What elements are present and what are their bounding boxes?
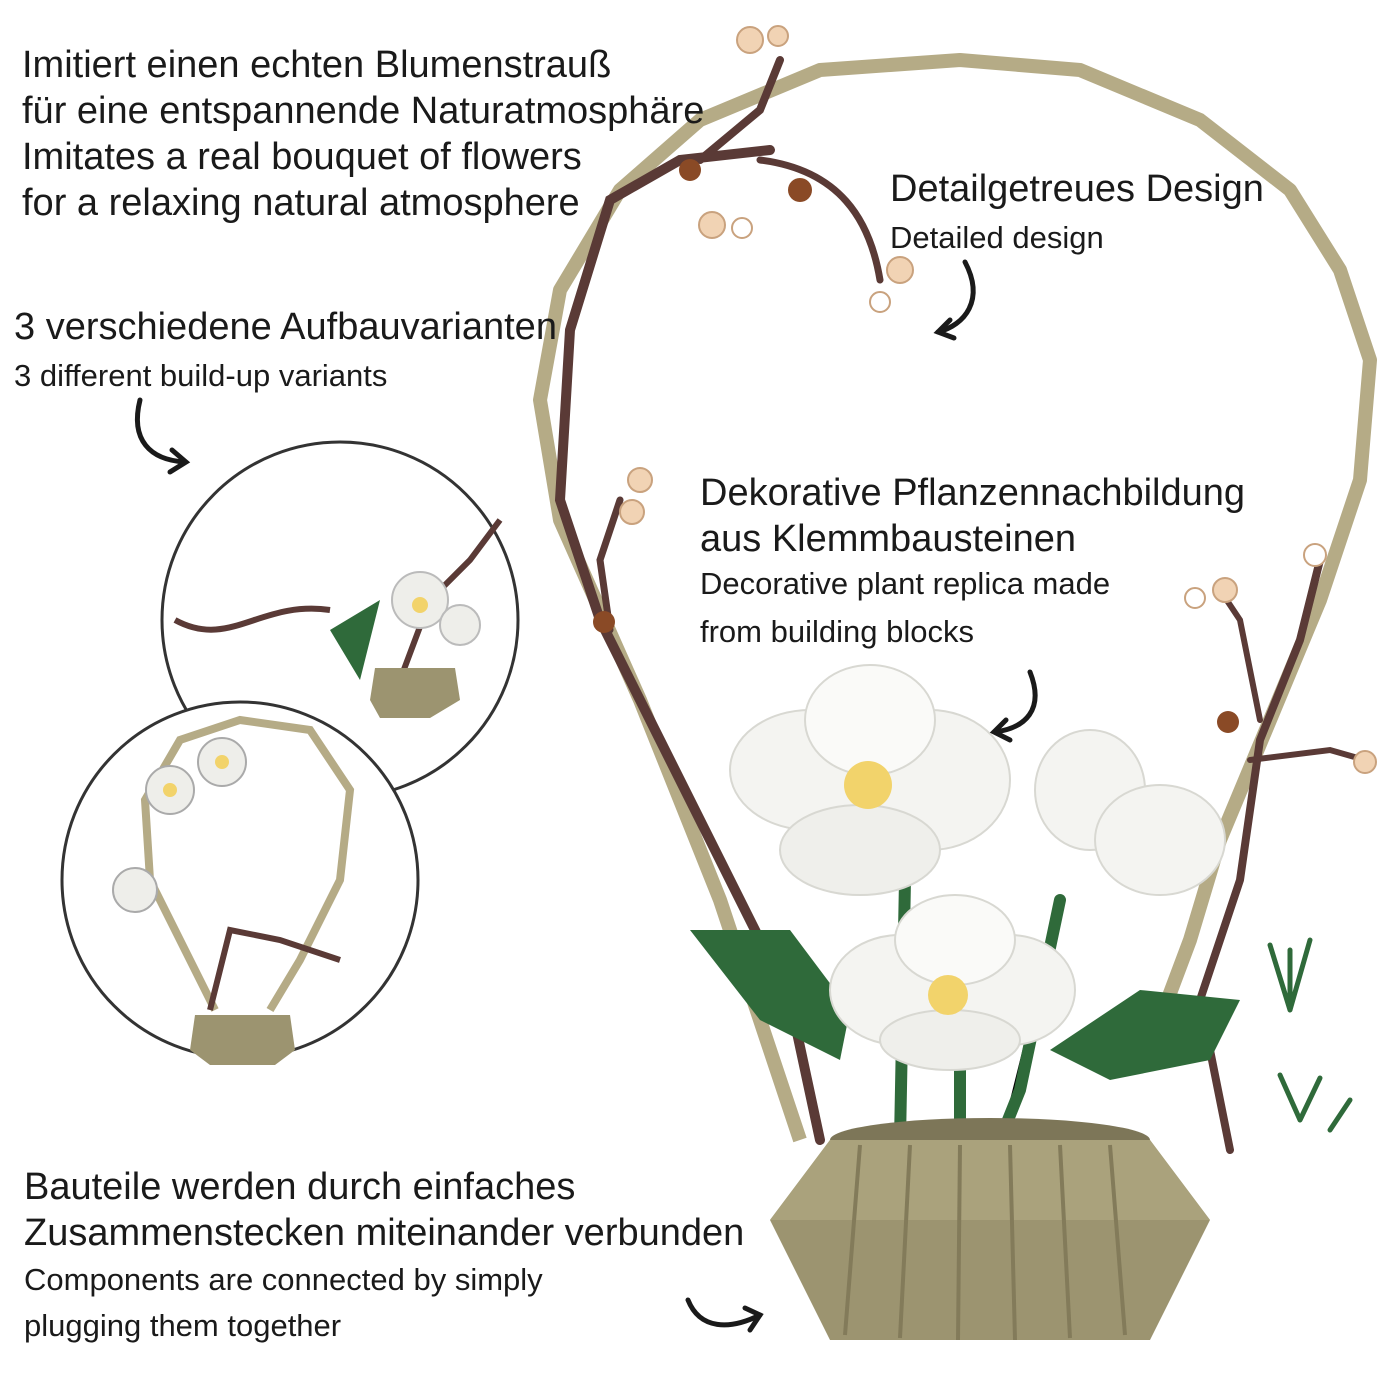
caption-bouquet-de-2: für eine entspannende Naturatmosphäre [22,90,705,132]
arrow-icon [933,317,957,341]
arrow-icon [742,1305,764,1333]
berry [593,611,615,633]
branch-mid [596,496,624,634]
magnolia-flower-bottom [829,894,1076,1071]
berry [788,178,812,202]
branch-right-2 [1247,746,1368,763]
berry [679,159,701,181]
small-blossoms [619,25,1377,774]
branch-right-3 [1217,587,1263,723]
grass-sprigs [1267,937,1353,1133]
flower-pot [770,1118,1210,1341]
arrow-icons [134,259,1038,1333]
branch-arc [756,156,884,284]
magnolia-flower-left [729,664,1011,896]
arrow-icon [134,397,188,465]
arrow-icon [989,717,1013,743]
arrow-icon [935,259,976,335]
caption-plant-en-2: from building blocks [700,614,974,649]
caption-variants-de: 3 verschiedene Aufbauvarianten [14,306,557,348]
caption-plant-de-2: aus Klemmbausteinen [700,518,1076,560]
caption-components-en-2: plugging them together [24,1308,342,1343]
caption-bouquet-en-2: for a relaxing natural atmosphere [22,182,580,224]
caption-bouquet-de-1: Imitiert einen echten Blumenstrauß [22,44,612,86]
caption-variants-en: 3 different build-up variants [14,358,388,393]
caption-components-de-2: Zusammenstecken miteinander verbunden [24,1212,745,1254]
leaves [690,930,1240,1080]
variant-thumbnail-2 [60,700,420,1065]
caption-components-en-1: Components are connected by simply [24,1262,543,1297]
branch-upper [696,56,784,164]
caption-design-de: Detailgetreues Design [890,168,1264,210]
caption-components-de-1: Bauteile werden durch einfaches [24,1166,576,1208]
caption-plant-en-1: Decorative plant replica made [700,566,1111,601]
caption-plant-de-1: Dekorative Pflanzennachbildung [700,472,1246,514]
magnolia-flower-right [1034,729,1226,896]
berry [1217,711,1239,733]
caption-bouquet-en-1: Imitates a real bouquet of flowers [22,136,582,178]
arrow-icon [167,447,191,475]
arrow-icon [992,669,1038,735]
arrow-icon [685,1297,763,1328]
caption-design-en: Detailed design [890,220,1104,255]
